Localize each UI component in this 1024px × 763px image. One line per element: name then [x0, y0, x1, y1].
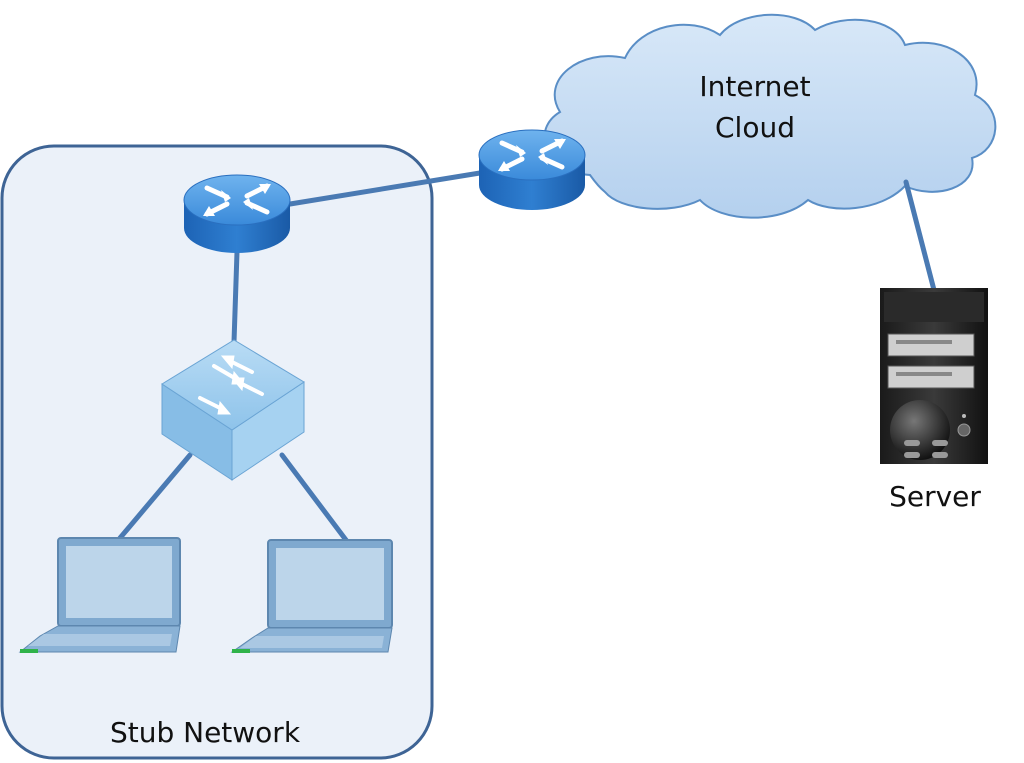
- link-switch-to-laptop-right: [279, 452, 355, 551]
- link-switch-to-laptop-left: [117, 452, 193, 541]
- server-icon: [880, 288, 988, 464]
- switch-icon: [161, 339, 305, 481]
- cloud-label: Internet Cloud: [650, 66, 860, 148]
- cloud-label-line1: Internet: [699, 70, 811, 103]
- server-label: Server: [889, 480, 981, 513]
- cloud-label-line2: Cloud: [715, 111, 795, 144]
- links: [117, 169, 937, 551]
- stub-network-label: Stub Network: [109, 716, 301, 749]
- cloud-icon: [543, 13, 997, 219]
- laptop-icon: [18, 537, 181, 653]
- laptop-icon: [230, 539, 393, 653]
- link-router-to-router: [281, 169, 489, 208]
- router-icon: [478, 129, 586, 210]
- router-icon: [183, 174, 291, 253]
- link-cloud-to-server: [903, 179, 937, 293]
